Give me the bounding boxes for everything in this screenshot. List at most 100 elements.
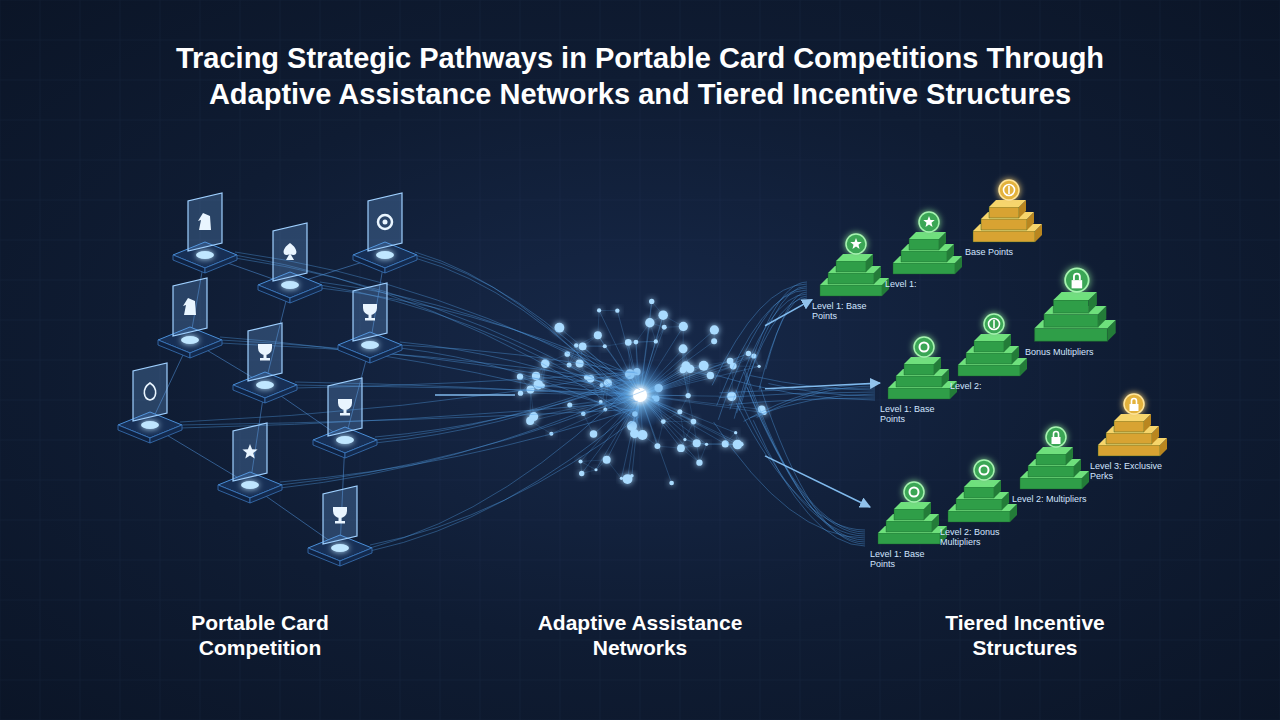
network-link (635, 395, 640, 414)
tier-badge (1065, 268, 1089, 292)
network-link (736, 433, 738, 445)
network-link (635, 434, 643, 435)
network-link (640, 395, 663, 422)
network-link (583, 346, 640, 395)
pyramid-tier-front (894, 509, 924, 520)
network-link (685, 422, 694, 440)
network-link (602, 385, 640, 395)
card-face (328, 378, 362, 436)
tier-label-text: Level 2: Multipliers (1012, 494, 1090, 504)
network-node (576, 359, 584, 367)
incentive-flows (712, 282, 875, 546)
network-link (683, 366, 704, 370)
grid-line (0, 440, 1280, 441)
pyramid-tier-front (1053, 300, 1088, 313)
network-node (746, 351, 751, 356)
network-node (722, 440, 729, 447)
network-link (640, 395, 732, 396)
tier-pyramid: Level 2: Multipliers (1012, 425, 1090, 507)
flow-line (734, 282, 807, 419)
network-link (586, 377, 601, 385)
card-face (368, 193, 402, 251)
network-link (652, 301, 663, 315)
lock-icon (1052, 437, 1061, 444)
network-link (634, 414, 635, 434)
network-node (597, 308, 601, 312)
network-link (576, 346, 579, 364)
network-link (520, 386, 542, 393)
pyramid-tier-front (901, 251, 947, 262)
network-node (654, 339, 658, 343)
flow-line (736, 403, 865, 530)
heading-text: Tiered Incentive Structures (925, 610, 1125, 660)
network-node (604, 379, 612, 387)
network-link (570, 405, 584, 414)
card (173, 193, 237, 273)
tier-pyramid: Level 2: Bonus Multipliers (940, 458, 1018, 550)
flow-line (747, 387, 865, 534)
card-link (150, 340, 190, 425)
card-glow (181, 336, 199, 344)
network-node (600, 383, 604, 387)
flow-line (729, 398, 875, 405)
network-link (680, 412, 685, 440)
network-link (607, 395, 640, 460)
trophy-icon (363, 304, 377, 315)
network-link (697, 443, 726, 445)
network-node (686, 393, 691, 398)
pyramid-tier-front (878, 533, 940, 544)
network-core (633, 388, 647, 402)
tier-label: Level 1: (885, 279, 963, 289)
trophy-icon (369, 314, 372, 318)
network-link (643, 435, 658, 446)
pyramid-tier-front (888, 388, 950, 399)
trophy-icon (260, 358, 270, 361)
network-link (628, 395, 640, 479)
lock-icon (1072, 280, 1083, 288)
network-link (538, 385, 640, 395)
network-link (628, 342, 630, 374)
network-link (640, 376, 710, 395)
flow-line (415, 258, 631, 407)
network-link (688, 369, 690, 396)
network-link (569, 346, 583, 364)
card-base-side (258, 285, 290, 303)
network-link (690, 369, 710, 376)
grid-line (40, 0, 41, 720)
network-link (569, 346, 576, 365)
tier-label-text: Base Points (965, 247, 1043, 257)
network-link (686, 366, 690, 369)
flow-line (295, 385, 622, 393)
network-link (543, 364, 546, 386)
network-link (683, 326, 684, 348)
network-node (620, 477, 623, 480)
network-link (520, 377, 640, 395)
pyramid-tier-front (1106, 433, 1152, 444)
network-link (530, 395, 640, 421)
card (118, 363, 182, 443)
flow-line (370, 407, 638, 551)
network-link (681, 448, 699, 463)
grid-line (0, 400, 1280, 401)
flow-line (415, 255, 621, 391)
network-node (581, 411, 586, 416)
network-link (590, 379, 600, 402)
network-node (594, 331, 602, 339)
network-link (530, 385, 538, 390)
network-node (564, 351, 570, 357)
grid-line (0, 200, 1280, 201)
network-link (601, 395, 640, 402)
network-link (628, 342, 636, 343)
card-base-side (118, 425, 150, 443)
flow-line (750, 376, 875, 390)
flow-line (717, 290, 807, 406)
network-link (650, 323, 664, 328)
network-node (599, 400, 603, 404)
card-glow (336, 436, 354, 444)
card-base-side (233, 385, 265, 403)
pyramid-tier-top (1053, 292, 1097, 300)
pyramid-tier-front (958, 365, 1020, 376)
network-link (636, 342, 637, 372)
tier-label-text: Level 2: Bonus Multipliers (940, 527, 1018, 547)
card-base-side (290, 285, 322, 303)
